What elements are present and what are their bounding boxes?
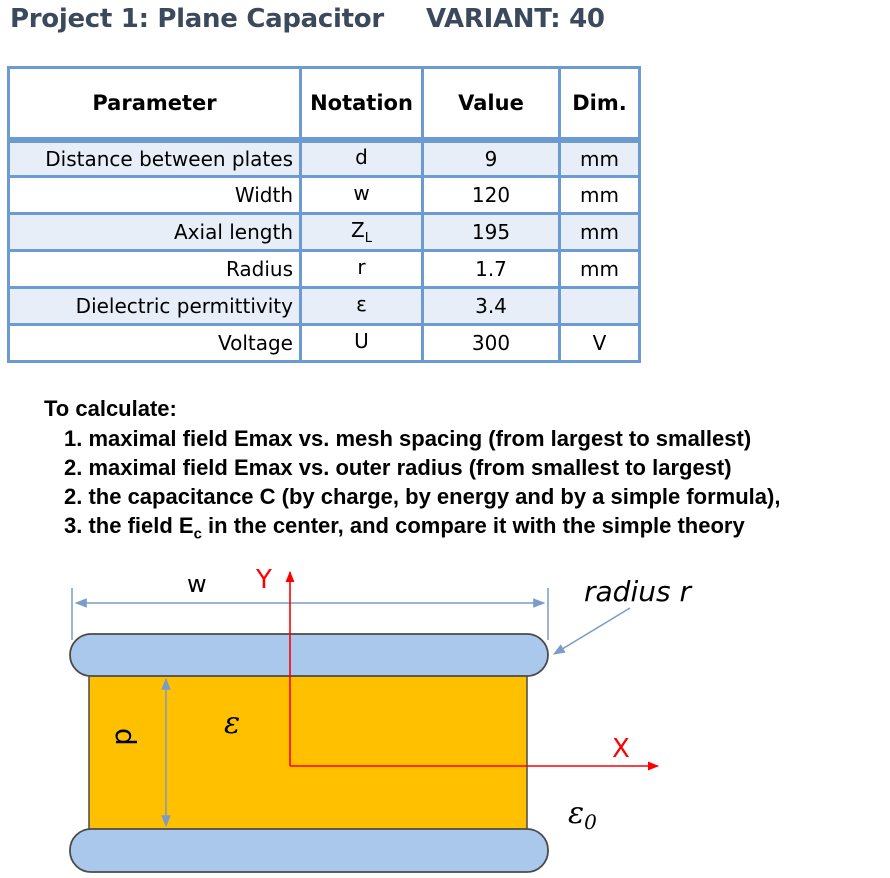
- top-plate: [69, 633, 549, 677]
- table-row: Distance between plates d 9 mm: [7, 136, 641, 178]
- y-axis-label: Y: [255, 565, 272, 595]
- cell-dim: [558, 286, 641, 326]
- dielectric-epsilon-label: ε: [224, 706, 240, 741]
- table-row: Voltage U 300 V: [7, 323, 641, 363]
- tasks-section: To calculate: 1. maximal field Emax vs. …: [44, 396, 780, 548]
- task-item: 1. maximal field Emax vs. mesh spacing (…: [64, 426, 752, 451]
- table-row: Axial length ZL 195 mm: [7, 212, 641, 252]
- x-axis-label: X: [612, 734, 630, 764]
- cell-notation: r: [299, 249, 424, 289]
- cell-parameter: Axial length: [7, 212, 302, 252]
- cell-dim: mm: [558, 175, 641, 215]
- column-header-notation: Notation: [299, 66, 424, 141]
- cell-value: 3.4: [421, 286, 561, 326]
- cell-value: 300: [421, 323, 561, 363]
- cell-notation: U: [299, 323, 424, 363]
- cell-parameter: Radius: [7, 249, 302, 289]
- cell-parameter: Width: [7, 175, 302, 215]
- variant-label: VARIANT: 40: [426, 4, 605, 34]
- cell-value: 1.7: [421, 249, 561, 289]
- tasks-list: 1. maximal field Emax vs. mesh spacing (…: [44, 424, 780, 548]
- task-item: 3. the field Ec in the center, and compa…: [64, 513, 745, 543]
- cell-notation: d: [299, 136, 424, 178]
- cell-dim: mm: [558, 212, 641, 252]
- cell-value: 120: [421, 175, 561, 215]
- cell-dim: V: [558, 323, 641, 363]
- cell-parameter: Distance between plates: [7, 136, 302, 178]
- distance-label: d: [109, 728, 142, 746]
- parameters-table: Parameter Notation Value Dim. Distance b…: [7, 66, 641, 363]
- project-title: Project 1: Plane Capacitor: [10, 4, 384, 34]
- tasks-heading: To calculate:: [44, 396, 177, 421]
- cell-parameter: Voltage: [7, 323, 302, 363]
- task-item: 2. maximal field Emax vs. outer radius (…: [64, 455, 732, 480]
- table-row: Dielectric permittivity ε 3.4: [7, 286, 641, 326]
- radius-leader-line: [552, 607, 631, 655]
- radius-label: radius r: [584, 575, 692, 608]
- bottom-plate: [69, 828, 549, 873]
- task-item: 2. the capacitance C (by charge, by ener…: [64, 484, 781, 509]
- column-header-dim: Dim.: [558, 66, 641, 141]
- dielectric-region: [88, 672, 528, 833]
- cell-parameter: Dielectric permittivity: [7, 286, 302, 326]
- cell-notation: w: [299, 175, 424, 215]
- column-header-parameter: Parameter: [7, 66, 302, 141]
- cell-dim: mm: [558, 249, 641, 289]
- cell-value: 9: [421, 136, 561, 178]
- width-label: w: [187, 570, 207, 598]
- cell-notation: ZL: [299, 212, 424, 252]
- cell-notation: ε: [299, 286, 424, 326]
- cell-dim: mm: [558, 136, 641, 178]
- table-header-row: Parameter Notation Value Dim.: [7, 66, 641, 141]
- table-row: Width w 120 mm: [7, 175, 641, 215]
- column-header-value: Value: [421, 66, 561, 141]
- vacuum-permittivity-label: ε0: [568, 796, 597, 834]
- table-row: Radius r 1.7 mm: [7, 249, 641, 289]
- cell-value: 195: [421, 212, 561, 252]
